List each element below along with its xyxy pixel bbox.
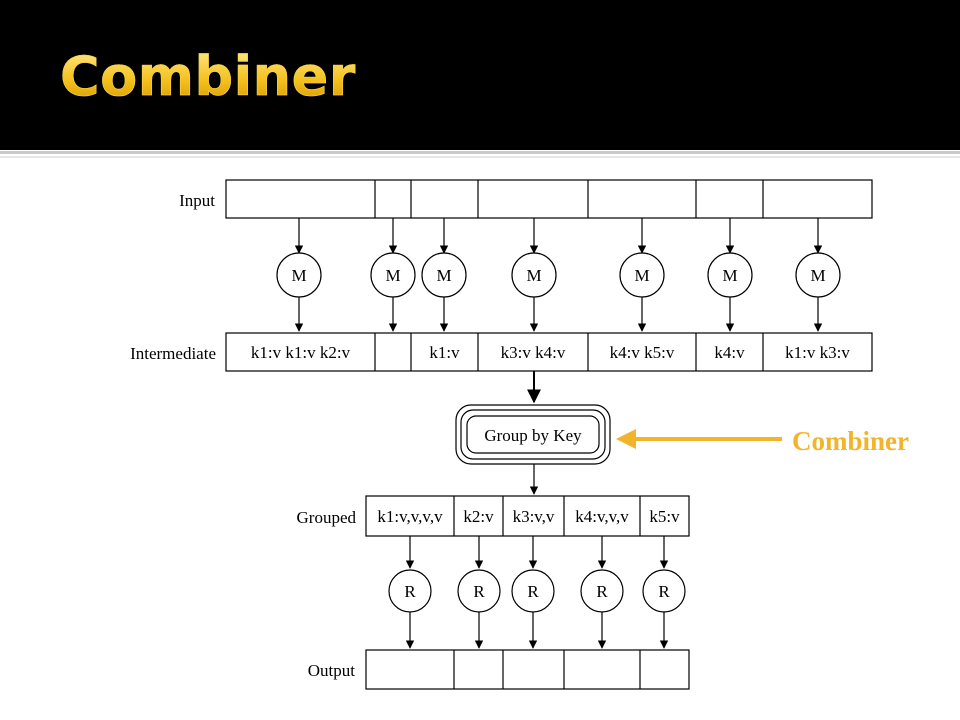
slide-title: Combiner (60, 45, 356, 108)
map-node: M (795, 252, 841, 298)
grouped-to-reduce-arrows (405, 536, 669, 569)
group-by-key-node: Group by Key (455, 404, 611, 465)
map-node: M (707, 252, 753, 298)
reduce-node-label: R (404, 582, 416, 601)
intermediate-cell: k1:v (429, 343, 460, 362)
output-row-label: Output (308, 661, 356, 680)
reduce-node-label: R (527, 582, 539, 601)
intermediate-row: k1:v k1:v k2:v k1:v k3:v k4:v k4:v k5:v … (225, 332, 873, 372)
group-by-key-outer-border (455, 404, 611, 465)
intermediate-row-label: Intermediate (130, 344, 216, 363)
title-divider-secondary (0, 156, 960, 158)
combiner-annotation: Combiner (792, 426, 909, 456)
map-node: M (619, 252, 665, 298)
reduce-node-label: R (596, 582, 608, 601)
output-row (365, 649, 690, 690)
map-node-label: M (436, 266, 451, 285)
grouped-row-label: Grouped (297, 508, 357, 527)
reduce-node-label: R (658, 582, 670, 601)
intermediate-cell: k4:v k5:v (610, 343, 675, 362)
grouped-cell: k4:v,v,v (575, 507, 629, 526)
reduce-to-output-arrows (405, 612, 669, 649)
reduce-node: R (580, 569, 624, 613)
intermediate-cell: k1:v k1:v k2:v (251, 343, 351, 362)
map-node-label: M (526, 266, 541, 285)
reduce-node: R (511, 569, 555, 613)
group-by-key-inner-border (466, 415, 600, 454)
map-node-label: M (291, 266, 306, 285)
map-node: M (421, 252, 467, 298)
title-divider (0, 151, 960, 154)
map-node-label: M (722, 266, 737, 285)
map-to-intermediate-arrows (294, 297, 823, 332)
grouped-cell: k2:v (463, 507, 494, 526)
title-bar (0, 0, 960, 150)
input-row-frame (225, 179, 873, 219)
map-node: M (276, 252, 322, 298)
input-to-map-arrows (294, 218, 823, 254)
grouped-cell: k3:v,v (513, 507, 555, 526)
input-row-label: Input (179, 191, 215, 210)
intermediate-cell: k4:v (714, 343, 745, 362)
output-row-frame (365, 649, 690, 690)
intermediate-cell: k3:v k4:v (501, 343, 566, 362)
map-node: M (511, 252, 557, 298)
reduce-node: R (457, 569, 501, 613)
input-row (225, 179, 873, 219)
reduce-node-label: R (473, 582, 485, 601)
map-node-label: M (385, 266, 400, 285)
group-by-key-label: Group by Key (484, 426, 582, 445)
reduce-nodes: R R R R R (388, 569, 686, 613)
grouped-cell: k5:v (649, 507, 680, 526)
reduce-node: R (642, 569, 686, 613)
reduce-node: R (388, 569, 432, 613)
map-node-label: M (810, 266, 825, 285)
map-node: M (370, 252, 416, 298)
map-nodes: M M M M M M M (276, 252, 841, 298)
intermediate-row-frame (225, 332, 873, 372)
grouped-cell: k1:v,v,v,v (377, 507, 443, 526)
intermediate-cell: k1:v k3:v (785, 343, 850, 362)
grouped-row: k1:v,v,v,v k2:v k3:v,v k4:v,v,v k5:v (365, 495, 690, 537)
grouped-row-frame (365, 495, 690, 537)
group-by-key-middle-border (460, 409, 606, 460)
map-node-label: M (634, 266, 649, 285)
